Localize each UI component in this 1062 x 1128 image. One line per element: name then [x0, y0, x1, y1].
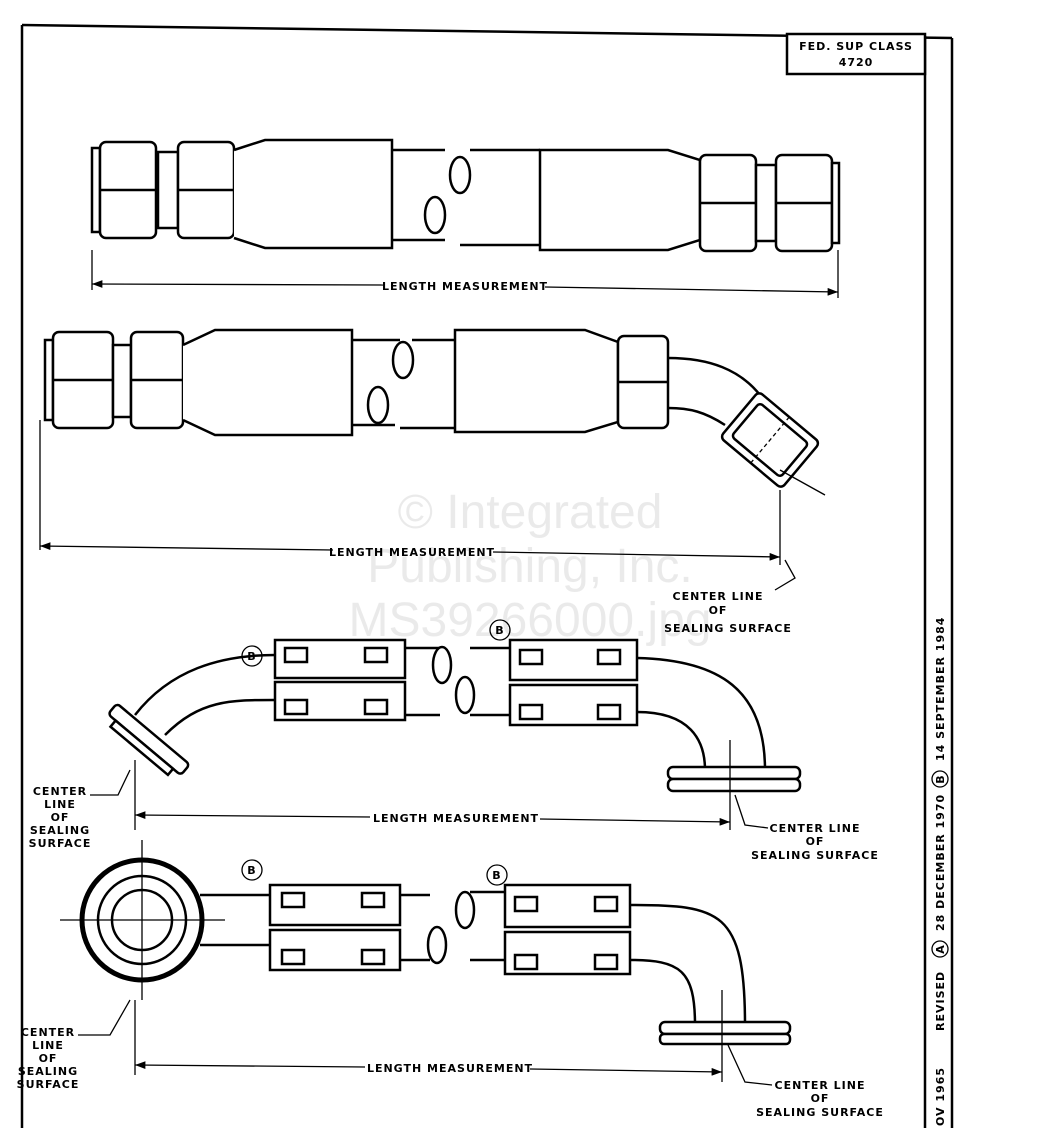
- length-measurement-label: LENGTH MEASUREMENT: [382, 280, 548, 293]
- rev-b-marker: B: [247, 864, 256, 877]
- length-measurement-label: LENGTH MEASUREMENT: [373, 812, 539, 825]
- fed-sup-class-number: 4720: [839, 56, 874, 69]
- length-measurement-label: LENGTH MEASUREMENT: [329, 546, 495, 559]
- center-line-callout: SURFACE: [17, 1078, 80, 1091]
- center-line-callout: OF: [811, 1092, 830, 1105]
- length-measurement-label: LENGTH MEASUREMENT: [367, 1062, 533, 1075]
- rev-a-date: 28 DECEMBER 1970: [934, 794, 947, 931]
- center-line-callout: LINE: [32, 1039, 64, 1052]
- assembly-round-flange: B B LENGTH MEASUREMENT CENTER LINE OF SE…: [17, 840, 884, 1119]
- fed-sup-class-label: FED. SUP CLASS: [799, 40, 913, 53]
- center-line-callout: SEALING: [30, 824, 90, 837]
- center-line-callout: CENTER: [21, 1026, 75, 1039]
- center-line-callout: LINE: [44, 798, 76, 811]
- rev-b-marker: B: [495, 624, 504, 637]
- assembly-flange-bent: B B LENGTH MEASUREMENT CENTER LINE OF SE…: [29, 619, 879, 862]
- center-line-callout: CENTER: [33, 785, 87, 798]
- watermark: © Integrated Publishing, Inc. MS39266000…: [349, 486, 712, 647]
- rev-b-date: 14 SEPTEMBER 1984: [934, 617, 947, 761]
- assembly-45-degree: LENGTH MEASUREMENT CENTER LINE OF SEALIN…: [39, 328, 826, 635]
- center-line-callout: SEALING: [18, 1065, 78, 1078]
- center-line-callout: OF: [806, 835, 825, 848]
- rev-b-marker: B: [492, 869, 501, 882]
- center-line-callout: OF: [51, 811, 70, 824]
- revision-strip: OV 1965 REVISED A 28 DECEMBER 1970 B 14 …: [931, 617, 949, 1126]
- svg-text:MS39266000.jpg: MS39266000.jpg: [349, 594, 712, 647]
- revised-label: REVISED: [934, 971, 947, 1031]
- center-line-callout: OF: [709, 604, 728, 617]
- original-date: OV 1965: [934, 1067, 947, 1126]
- center-line-callout: CENTER LINE: [673, 590, 764, 603]
- svg-text:Publishing, Inc.: Publishing, Inc.: [367, 540, 693, 593]
- center-line-callout: OF: [39, 1052, 58, 1065]
- center-line-callout: SEALING SURFACE: [664, 622, 792, 635]
- rev-a-marker: A: [934, 944, 947, 954]
- title-block: FED. SUP CLASS 4720: [785, 32, 927, 76]
- center-line-callout: SEALING SURFACE: [751, 849, 879, 862]
- center-line-callout: CENTER LINE: [775, 1079, 866, 1092]
- svg-text:© Integrated: © Integrated: [398, 486, 663, 539]
- rev-b-marker: B: [934, 774, 947, 783]
- center-line-callout: SURFACE: [29, 837, 92, 850]
- assembly-straight: LENGTH MEASUREMENT: [90, 138, 841, 298]
- center-line-callout: SEALING SURFACE: [756, 1106, 884, 1119]
- center-line-callout: CENTER LINE: [770, 822, 861, 835]
